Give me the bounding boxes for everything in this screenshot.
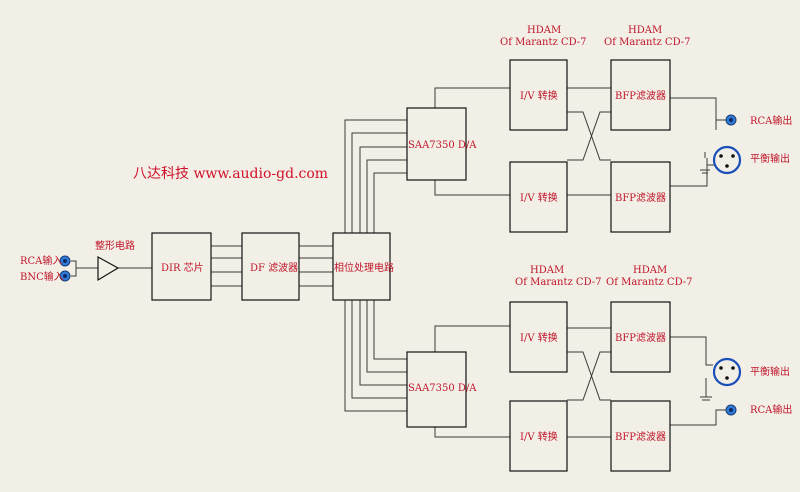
iv-label-1: I/V 转换 — [520, 89, 558, 102]
dac-top-block — [406, 107, 467, 181]
xlr-output-top-icon — [712, 145, 742, 175]
dac-bottom-label: SAA7350 D/A — [408, 383, 477, 394]
bnc-input-label: BNC输入 — [20, 270, 64, 283]
shaper-label: 整形电路 — [95, 239, 135, 252]
iv-block-3 — [509, 301, 568, 373]
xlr-output-bottom-icon — [712, 357, 742, 387]
hdam-title-1: HDAM — [527, 25, 561, 36]
rca-output-jack-top-icon — [725, 114, 737, 126]
rca-input-label: RCA输入 — [20, 254, 62, 267]
rca-output-top-label: RCA输出 — [750, 114, 792, 127]
df-block — [241, 232, 300, 301]
iv-label-2: I/V 转换 — [520, 191, 558, 204]
bfp-block-3 — [610, 301, 671, 373]
rca-output-jack-bottom-icon — [725, 404, 737, 416]
dir-block — [151, 232, 212, 301]
wires — [71, 87, 726, 438]
dac-bottom-block — [406, 351, 467, 428]
bfp-label-2: BFP滤波器 — [615, 191, 666, 204]
phase-label: 相位处理电路 — [334, 261, 394, 274]
df-label: DF 滤波器 — [250, 261, 298, 274]
dir-label: DIR 芯片 — [161, 261, 204, 274]
rca-input-jack-icon — [59, 255, 71, 267]
bfp-label-3: BFP滤波器 — [615, 331, 666, 344]
phase-block — [332, 232, 391, 301]
iv-label-3: I/V 转换 — [520, 331, 558, 344]
iv-label-4: I/V 转换 — [520, 430, 558, 443]
iv-block-4 — [509, 400, 568, 472]
brand-text: 八达科技 www.audio-gd.com — [133, 166, 328, 182]
bfp-block-1 — [610, 59, 671, 131]
bfp-block-4 — [610, 400, 671, 472]
hdam-sub-3: Of Marantz CD-7 — [515, 277, 602, 288]
hdam-title-2: HDAM — [628, 25, 662, 36]
dac-top-label: SAA7350 D/A — [408, 140, 477, 151]
hdam-sub-4: Of Marantz CD-7 — [606, 277, 693, 288]
shaper-triangle — [97, 255, 120, 282]
hdam-title-3: HDAM — [530, 265, 564, 276]
bfp-label-1: BFP滤波器 — [615, 89, 666, 102]
balanced-output-bottom-label: 平衡输出 — [750, 365, 790, 378]
hdam-sub-1: Of Marantz CD-7 — [500, 37, 587, 48]
iv-block-1 — [509, 59, 568, 131]
blocks — [151, 59, 671, 472]
bfp-block-2 — [610, 161, 671, 233]
bfp-label-4: BFP滤波器 — [615, 430, 666, 443]
hdam-title-4: HDAM — [633, 265, 667, 276]
bnc-input-jack-icon — [59, 270, 71, 282]
balanced-output-top-label: 平衡输出 — [750, 152, 790, 165]
iv-block-2 — [509, 161, 568, 233]
rca-output-bottom-label: RCA输出 — [750, 403, 792, 416]
hdam-sub-2: Of Marantz CD-7 — [604, 37, 691, 48]
